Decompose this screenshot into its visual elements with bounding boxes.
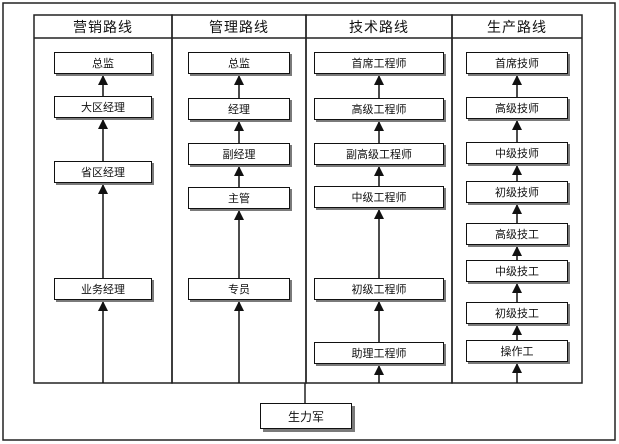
career-node-label: 首席技师 (495, 57, 539, 70)
career-node-label: 副高级工程师 (346, 148, 412, 161)
career-node: 初级技师 (466, 181, 568, 203)
career-node: 专员 (188, 278, 290, 300)
career-node-label: 初级技工 (495, 307, 539, 320)
career-node: 中级技师 (466, 142, 568, 164)
career-node: 初级技工 (466, 302, 568, 324)
career-node: 首席工程师 (314, 52, 444, 74)
career-node: 高级工程师 (314, 98, 444, 120)
career-node-label: 省区经理 (81, 166, 125, 179)
career-node: 中级技工 (466, 260, 568, 282)
career-node: 操作工 (466, 340, 568, 362)
career-node-label: 高级技工 (495, 228, 539, 241)
career-node-label: 初级工程师 (351, 283, 407, 296)
career-node-label: 高级工程师 (351, 103, 407, 116)
career-node: 副经理 (188, 143, 290, 165)
career-node: 经理 (188, 98, 290, 120)
career-node-label: 初级技师 (495, 186, 539, 199)
career-node-label: 总监 (92, 57, 114, 70)
career-node: 高级技师 (466, 97, 568, 119)
career-node: 助理工程师 (314, 342, 444, 364)
career-node-label: 副经理 (222, 148, 256, 161)
career-node-label: 高级技师 (495, 102, 539, 115)
career-node-label: 首席工程师 (351, 57, 407, 70)
career-node: 总监 (188, 52, 290, 74)
career-node-label: 中级技师 (495, 147, 539, 160)
career-node-label: 操作工 (500, 345, 534, 358)
column-title-4: 生产路线 (487, 19, 547, 36)
career-node: 省区经理 (54, 161, 152, 183)
career-node-label: 中级工程师 (351, 191, 407, 204)
career-node: 首席技师 (466, 52, 568, 74)
career-node-label: 业务经理 (81, 283, 125, 296)
career-node-label: 主管 (228, 192, 250, 205)
career-node-label: 中级技工 (495, 265, 539, 278)
column-title-2: 管理路线 (209, 19, 269, 36)
career-node: 业务经理 (54, 278, 152, 300)
career-node: 中级工程师 (314, 186, 444, 208)
career-node-label: 大区经理 (81, 101, 125, 114)
career-node-label: 经理 (228, 103, 250, 116)
career-node: 副高级工程师 (314, 143, 444, 165)
career-node-label: 助理工程师 (351, 347, 407, 360)
career-node: 大区经理 (54, 96, 152, 118)
career-node-label: 总监 (228, 57, 250, 70)
column-title-3: 技术路线 (349, 19, 409, 36)
root-node-shenglijun: 生力军 (260, 403, 352, 429)
arrow-group (98, 75, 522, 383)
column-title-1: 营销路线 (73, 19, 133, 36)
career-node: 高级技工 (466, 223, 568, 245)
career-node: 初级工程师 (314, 278, 444, 300)
career-node: 主管 (188, 187, 290, 209)
career-node-label: 专员 (228, 283, 250, 296)
root-node-label: 生力军 (287, 409, 324, 424)
career-node: 总监 (54, 52, 152, 74)
